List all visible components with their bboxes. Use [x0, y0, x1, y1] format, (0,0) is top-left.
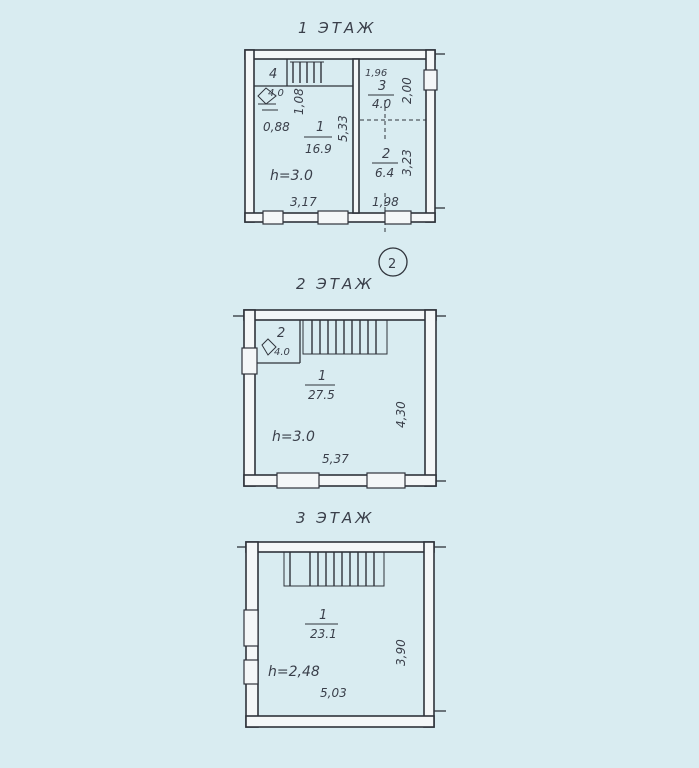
room-1-number: 1 — [316, 120, 324, 135]
floor-1-dim-depth: 5,33 — [336, 115, 350, 142]
floor-2-room-1-area: 27.5 — [308, 388, 335, 402]
room-2-number: 2 — [382, 147, 390, 162]
floor-2-room-2-number: 2 — [277, 326, 285, 341]
floor-3: 3 ЭТАЖ 1 23.1 — [237, 509, 446, 728]
room-4-number: 4 — [269, 67, 277, 82]
floor-3-windows — [243, 609, 259, 685]
floor-1-dim-d4: 2,00 — [400, 77, 414, 104]
circle-marker-label: 2 — [388, 257, 396, 272]
floor-3-stairs — [283, 551, 385, 587]
floor-2-windows — [241, 347, 406, 489]
room-2-area: 6.4 — [375, 166, 394, 180]
floor-3-dim-width: 5,03 — [320, 686, 347, 700]
floor-1: 1 ЭТАЖ — [244, 19, 445, 277]
floor-2-stairs — [261, 319, 388, 356]
floor-2-room-2-area: 4.0 — [274, 347, 290, 358]
floor-2-dim-depth: 4,30 — [394, 401, 408, 428]
room-4-area: 4.0 — [268, 88, 284, 99]
floor-1-dim-d1: 1,08 — [292, 88, 306, 115]
floor-1-title: 1 ЭТАЖ — [298, 19, 376, 37]
room-3-area: 4.0 — [372, 97, 391, 111]
floor-3-height: h=2,48 — [268, 664, 320, 680]
floor-3-title: 3 ЭТАЖ — [296, 509, 374, 527]
circle-marker — [378, 247, 408, 277]
floor-1-dim-width: 3,17 — [290, 195, 317, 209]
floor-2: 2 ЭТАЖ — [233, 275, 446, 489]
floor-2-walls — [233, 309, 446, 487]
floor-1-stairs — [257, 61, 324, 111]
floor-3-dim-depth: 3,90 — [394, 639, 408, 666]
floor-3-room-1-area: 23.1 — [310, 627, 337, 641]
room-3-number: 3 — [378, 79, 386, 94]
floor-3-room-1-number: 1 — [319, 608, 327, 623]
room-1-area: 16.9 — [305, 142, 332, 156]
floor-2-room-1-number: 1 — [318, 369, 326, 384]
floor-1-dim-d5: 3,23 — [400, 149, 414, 176]
floor-2-dim-width: 5,37 — [322, 452, 349, 466]
floor-2-title: 2 ЭТАЖ — [296, 275, 374, 293]
floor-1-dim-d6: 1,98 — [372, 195, 399, 209]
floor-1-dim-d3: 1,96 — [365, 68, 387, 79]
floor-2-height: h=3.0 — [272, 429, 315, 445]
floor-1-height: h=3.0 — [270, 168, 313, 184]
floor-1-dim-d2: 0,88 — [263, 120, 290, 134]
